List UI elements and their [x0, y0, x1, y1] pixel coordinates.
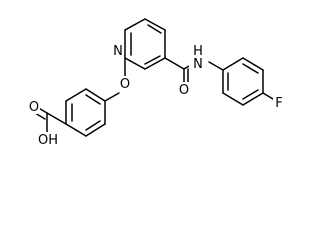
fluorine-label: F: [275, 96, 282, 111]
atom-labels: N O O H N F O OH: [28, 43, 283, 148]
bond: [85, 88, 106, 102]
bond: [85, 120, 101, 131]
bond: [164, 57, 185, 70]
bond: [242, 92, 264, 106]
ether-link: [104, 57, 126, 102]
bond: [46, 112, 67, 125]
benzoic-ring: [65, 88, 106, 137]
bond: [222, 57, 244, 71]
bond: [144, 57, 166, 70]
structure-canvas: N O O H N F O OH: [28, 18, 283, 148]
fluorophenyl-ring: [222, 57, 274, 106]
amide-hydrogen-label: H: [193, 44, 203, 59]
bond: [242, 63, 259, 74]
molecule-diagram: N O O H N F O OH: [28, 18, 283, 148]
bond: [208, 61, 224, 71]
bond: [147, 24, 162, 34]
bond: [124, 18, 146, 31]
carbonyl-oxygen-label: O: [29, 100, 39, 115]
bond: [242, 89, 259, 100]
bond: [85, 94, 101, 105]
bond: [144, 55, 161, 65]
bond: [262, 92, 274, 100]
bond: [144, 18, 166, 31]
bond: [242, 57, 264, 71]
ether-oxygen-label: O: [120, 77, 130, 92]
pyridine-nitrogen-label: N: [113, 44, 123, 59]
amide-oxygen-label: O: [179, 83, 189, 98]
pyridine-ring: [124, 18, 166, 70]
hydroxyl-label: OH: [38, 133, 58, 148]
bond: [104, 92, 120, 102]
amide-nitrogen-label: N: [193, 57, 203, 72]
bond: [85, 123, 106, 137]
bond: [65, 88, 87, 102]
bond: [222, 92, 244, 106]
bond: [65, 123, 87, 137]
bond: [124, 57, 146, 70]
